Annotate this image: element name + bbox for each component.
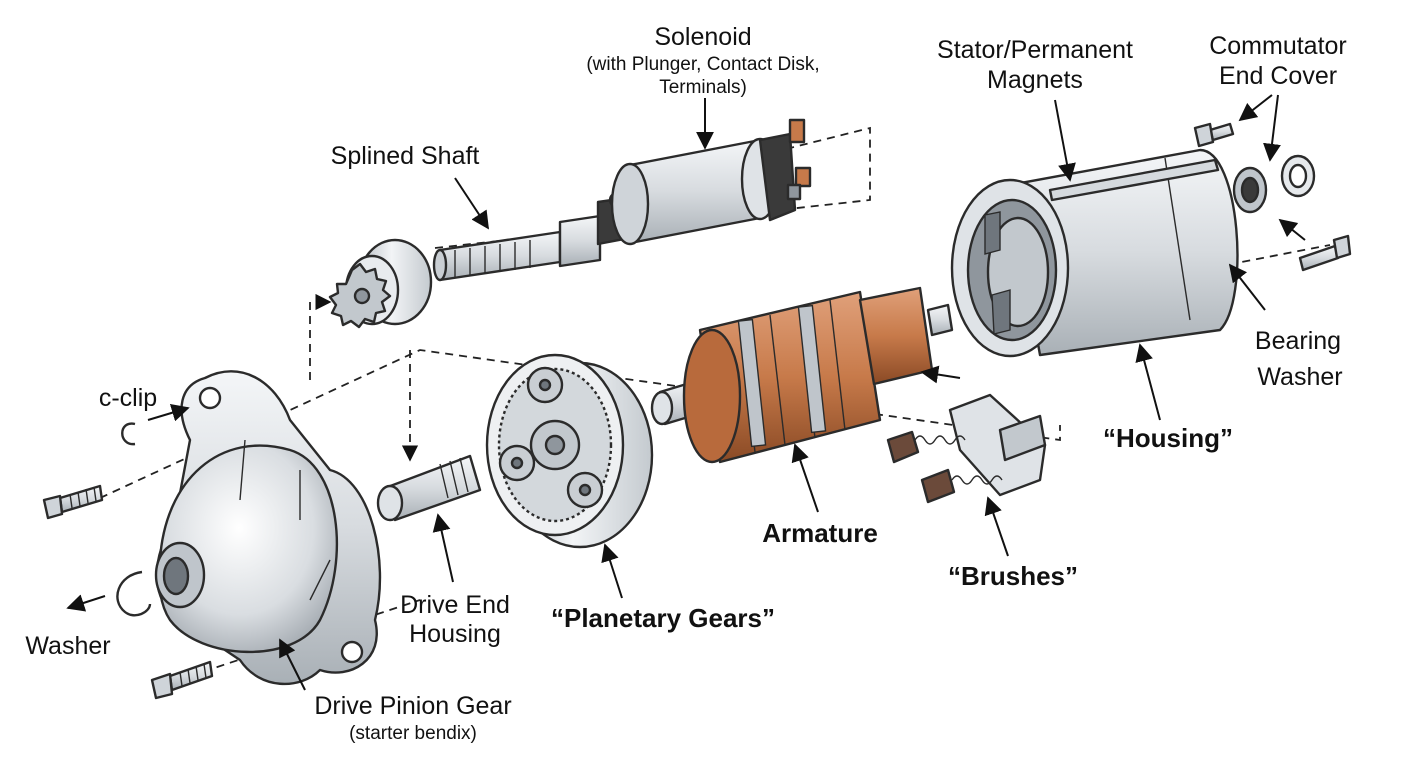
guide-line-bolt-bottom [189,599,421,677]
solenoid-terminal-icon [788,118,806,144]
bolt-left-bottom [150,660,214,700]
bolt-right-top [1193,122,1235,148]
label-brushes: “Brushes” [948,561,1078,591]
label-commutator-1: Commutator [1209,32,1347,60]
label-washer: Washer [25,632,110,660]
c-clip-icon [121,422,136,446]
drive-shaft [376,454,482,522]
label-drive-pinion-sub: (starter bendix) [349,723,477,744]
label-planetary-gears: “Planetary Gears” [551,603,775,633]
label-armature: Armature [762,518,878,548]
bolt-left-top [42,484,104,520]
guide-line-housing-bolt [1004,244,1331,346]
bolt-right-bottom [1298,234,1352,272]
splined-shaft [432,190,642,282]
label-drive-end-2: Housing [409,620,501,648]
label-bearing-1: Bearing [1255,327,1341,355]
label-housing: “Housing” [1103,423,1233,453]
label-drive-pinion: Drive Pinion Gear [314,692,511,720]
pinion-gear-top [328,238,433,329]
labels: Solenoid (with Plunger, Contact Disk, Te… [25,23,1346,744]
label-commutator-2: End Cover [1219,62,1337,90]
label-c-clip: c-clip [99,384,157,412]
label-splined-shaft: Splined Shaft [331,142,480,170]
drive-end-housing [154,370,382,686]
label-bearing-2: Washer [1257,363,1342,391]
commutator-end-cover [1232,154,1316,214]
label-solenoid: Solenoid [654,23,751,51]
label-stator-1: Stator/Permanent [937,36,1133,64]
guide-line-pinion [309,293,332,380]
housing [950,148,1239,358]
armature [650,286,954,464]
solenoid-assembly [328,118,812,329]
leader-lines [66,94,1306,691]
brush-carbon-icon [886,430,920,464]
label-solenoid-detail-2: Terminals) [659,77,747,98]
label-drive-end-1: Drive End [400,591,510,619]
brushes [886,393,1047,504]
label-solenoid-detail-1: (with Plunger, Contact Disk, [586,54,819,75]
solenoid [610,118,812,246]
guide-line-solenoid [434,126,871,249]
washer-ring-icon [116,570,152,617]
label-stator-2: Magnets [987,66,1083,94]
planetary-gears [485,353,654,549]
